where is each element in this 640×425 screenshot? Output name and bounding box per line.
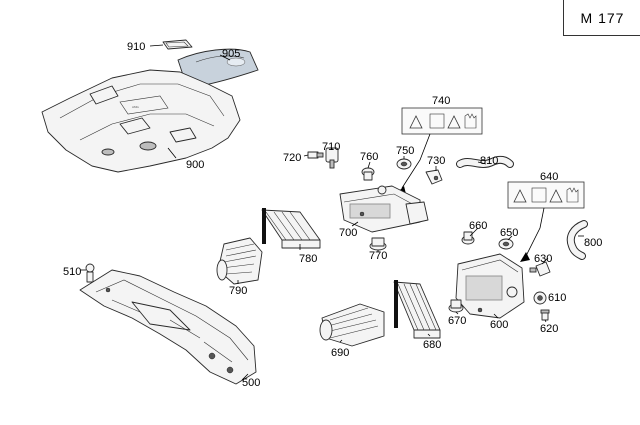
- callout-700[interactable]: 700: [339, 227, 357, 239]
- callout-610[interactable]: 610: [548, 292, 566, 304]
- leader-lines: [80, 44, 584, 381]
- part-650-seal[interactable]: [498, 238, 514, 250]
- callout-720[interactable]: 720: [283, 152, 301, 164]
- part-800-hose[interactable]: [566, 220, 588, 260]
- part-750-seal[interactable]: [396, 158, 412, 170]
- callout-510[interactable]: 510: [63, 266, 81, 278]
- callout-905[interactable]: 905: [222, 48, 240, 60]
- callout-630[interactable]: 630: [534, 253, 552, 265]
- part-760-fitting[interactable]: [361, 167, 375, 181]
- callout-750[interactable]: 750: [396, 145, 414, 157]
- callout-740[interactable]: 740: [432, 95, 450, 107]
- part-670-cap[interactable]: [448, 299, 464, 313]
- callout-690[interactable]: 690: [331, 347, 349, 359]
- callout-780[interactable]: 780: [299, 253, 317, 265]
- callout-670[interactable]: 670: [448, 315, 466, 327]
- part-900-engine-cover[interactable]: AMG: [41, 69, 241, 173]
- callout-810[interactable]: 810: [480, 155, 498, 167]
- group-code-badge: M 177: [563, 0, 640, 36]
- part-910-pad[interactable]: [162, 39, 193, 50]
- part-730-connector[interactable]: [425, 169, 443, 185]
- part-500-lower-guide[interactable]: [79, 269, 257, 385]
- part-700-throttle-housing[interactable]: [339, 185, 429, 233]
- callout-labels: 910 905 900 720 710 760 750 740 730 810 …: [63, 41, 602, 389]
- part-640-warning-label[interactable]: [507, 181, 585, 262]
- callout-620[interactable]: 620: [540, 323, 558, 335]
- part-510-clip[interactable]: [85, 263, 95, 283]
- part-810-hose[interactable]: [456, 155, 514, 168]
- callout-500[interactable]: 500: [242, 377, 260, 389]
- part-690-duct[interactable]: [319, 303, 385, 347]
- callout-730[interactable]: 730: [427, 155, 445, 167]
- callout-790[interactable]: 790: [229, 285, 247, 297]
- part-770-cap[interactable]: [369, 237, 387, 251]
- part-600-throttle-housing[interactable]: [455, 253, 525, 319]
- callout-900[interactable]: 900: [186, 159, 204, 171]
- callout-770[interactable]: 770: [369, 250, 387, 262]
- part-740-warning-label[interactable]: [396, 107, 483, 194]
- callout-910[interactable]: 910: [127, 41, 145, 53]
- part-710-sensor[interactable]: [325, 147, 339, 169]
- part-680-filter-element[interactable]: [393, 280, 441, 339]
- part-720-bolt[interactable]: [307, 151, 324, 159]
- group-code: M 177: [580, 9, 625, 26]
- part-790-duct[interactable]: [216, 237, 263, 285]
- part-620-bolt[interactable]: [540, 309, 550, 321]
- part-610-sensor[interactable]: [533, 291, 547, 305]
- callout-660[interactable]: 660: [469, 220, 487, 232]
- svg-text:AMG: AMG: [132, 105, 140, 109]
- callout-640[interactable]: 640: [540, 171, 558, 183]
- part-780-filter-element[interactable]: [261, 208, 321, 249]
- callout-680[interactable]: 680: [423, 339, 441, 351]
- callout-600[interactable]: 600: [490, 319, 508, 331]
- callout-710[interactable]: 710: [322, 141, 340, 153]
- callout-800[interactable]: 800: [584, 237, 602, 249]
- callout-760[interactable]: 760: [360, 151, 378, 163]
- callout-650[interactable]: 650: [500, 227, 518, 239]
- part-660-fitting[interactable]: [461, 231, 475, 245]
